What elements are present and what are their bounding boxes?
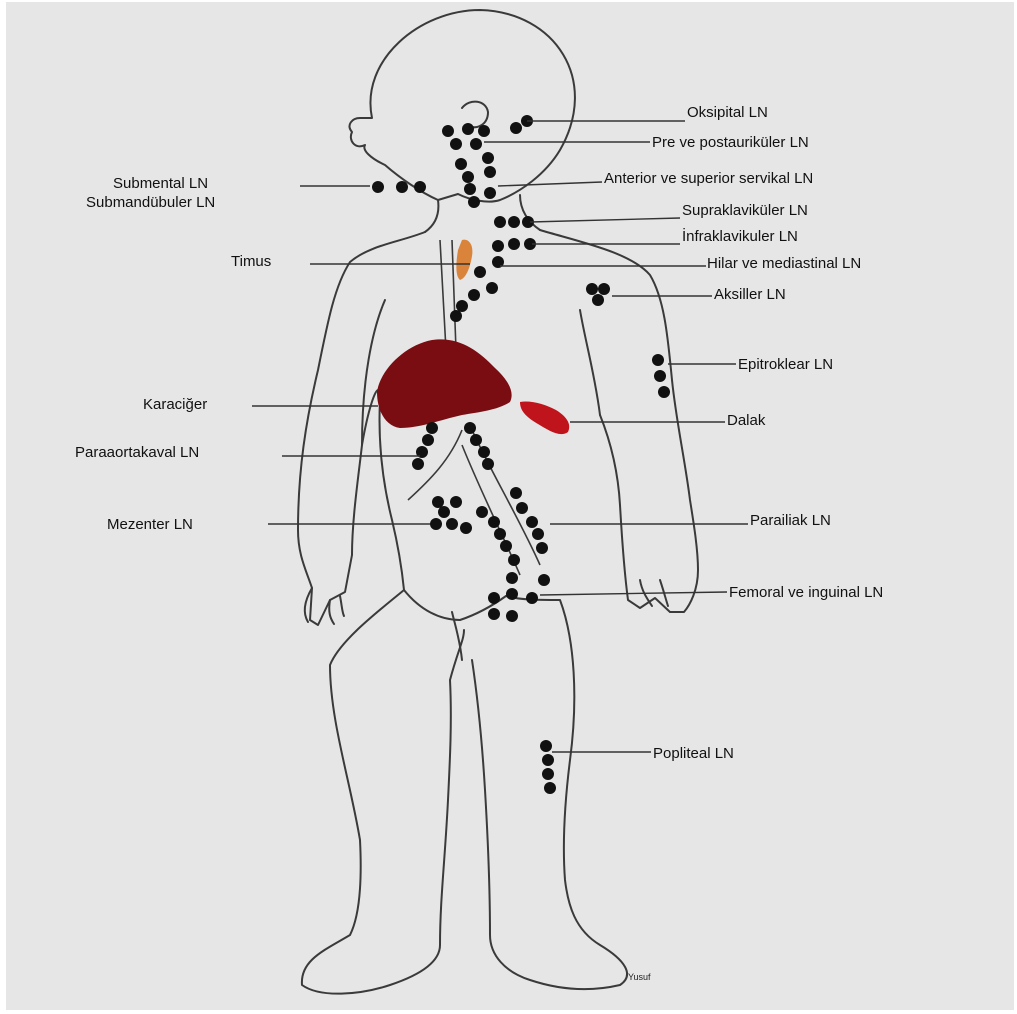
lymph-node-axillary	[586, 283, 598, 295]
lymph-node-popliteal	[544, 782, 556, 794]
lymph-node-submental	[414, 181, 426, 193]
lymph-node-paraaortic	[482, 458, 494, 470]
liver-organ	[377, 339, 512, 428]
lymph-node-femoral	[526, 592, 538, 604]
lymph-node-mesenteric	[438, 506, 450, 518]
lymph-node-epitrochlear	[658, 386, 670, 398]
lymph-node-femoral	[506, 588, 518, 600]
label-axillary-ln: Aksiller LN	[714, 286, 786, 304]
lymph-node-cervical	[484, 166, 496, 178]
lymph-node-femoral	[506, 572, 518, 584]
lymph-node-popliteal	[540, 740, 552, 752]
label-infraclavicular-ln: İnfraklavikuler LN	[682, 228, 798, 246]
label-supraclavicular-ln: Supraklaviküler LN	[682, 202, 808, 220]
lymph-node-mesenteric	[446, 518, 458, 530]
lymph-node-iliac	[510, 487, 522, 499]
label-timus: Timus	[231, 253, 271, 271]
lymph-node-infraclavicular	[508, 238, 520, 250]
lymph-node-paraaortic	[478, 446, 490, 458]
lymph-node-iliac	[526, 516, 538, 528]
lymph-node-submental	[372, 181, 384, 193]
lymph-node-iliac	[494, 528, 506, 540]
lymph-node-femoral	[538, 574, 550, 586]
label-hilar-mediastinal-ln: Hilar ve mediastinal LN	[707, 255, 861, 273]
lymph-node-supraclavicular	[508, 216, 520, 228]
lymph-node-iliac	[516, 502, 528, 514]
thymus-organ	[456, 240, 472, 280]
label-anterior-superior-cervical-ln: Anterior ve superior servikal LN	[604, 170, 813, 188]
label-submandibular-ln: Submandübuler LN	[86, 194, 215, 212]
lymph-node-preauricular	[478, 125, 490, 137]
label-pre-postauricular-ln: Pre ve postauriküler LN	[652, 134, 809, 152]
lymph-node-hilar	[450, 310, 462, 322]
head-outline	[350, 10, 575, 202]
label-submental-ln: Submental LN	[113, 175, 208, 193]
inner-right-arm	[580, 310, 600, 415]
spleen-organ	[520, 401, 569, 434]
lymph-node-oksipital	[510, 122, 522, 134]
lymph-node-epitrochlear	[652, 354, 664, 366]
label-popliteal-ln: Popliteal LN	[653, 745, 734, 763]
lymph-node-group	[372, 115, 670, 794]
lymph-node-mesenteric	[430, 518, 442, 530]
lymph-node-preauricular	[442, 125, 454, 137]
lymph-node-supraclavicular	[494, 216, 506, 228]
lymph-node-iliac	[532, 528, 544, 540]
lymph-node-cervical	[462, 171, 474, 183]
lymph-node-preauricular	[470, 138, 482, 150]
lymph-node-cervical	[484, 187, 496, 199]
lymph-node-paraaortic	[412, 458, 424, 470]
lymph-node-paraaortic	[470, 434, 482, 446]
lymph-node-iliac	[488, 516, 500, 528]
lymph-node-preauricular	[462, 123, 474, 135]
lymph-node-axillary	[592, 294, 604, 306]
lymph-node-epitrochlear	[654, 370, 666, 382]
lymph-node-mesenteric	[460, 522, 472, 534]
leader-line	[498, 182, 602, 186]
lymph-node-cervical	[464, 183, 476, 195]
leader-line	[540, 592, 727, 595]
lymph-node-mesenteric	[450, 496, 462, 508]
lymph-node-paraaortic	[426, 422, 438, 434]
lymph-node-submental	[396, 181, 408, 193]
label-femoral-inguinal-ln: Femoral ve inguinal LN	[729, 584, 883, 602]
lymph-node-hilar	[474, 266, 486, 278]
label-iliac-ln: Parailiak LN	[750, 512, 831, 530]
lymph-node-hilar	[456, 300, 468, 312]
lymph-node-iliac	[500, 540, 512, 552]
lymph-node-iliac	[508, 554, 520, 566]
lymph-node-iliac	[476, 506, 488, 518]
artist-signature: Yusuf	[628, 972, 651, 982]
lymph-node-popliteal	[542, 754, 554, 766]
lymph-node-cervical	[482, 152, 494, 164]
lymph-node-axillary	[598, 283, 610, 295]
left-leg-outline	[302, 590, 464, 994]
lymph-node-preauricular	[450, 138, 462, 150]
label-liver: Karaciğer	[143, 396, 207, 414]
aorta-vessel	[440, 240, 456, 350]
lymph-node-infraclavicular	[492, 240, 504, 252]
lymph-node-paraaortic	[464, 422, 476, 434]
lymph-node-cervical	[468, 196, 480, 208]
leader-line	[530, 218, 680, 222]
leader-line-group	[252, 121, 748, 752]
label-epitrochlear-ln: Epitroklear LN	[738, 356, 833, 374]
label-paraaortic-ln: Paraaortakaval LN	[75, 444, 199, 462]
lymph-node-mesenteric	[432, 496, 444, 508]
lymph-node-paraaortic	[422, 434, 434, 446]
lymph-node-popliteal	[542, 768, 554, 780]
label-oksipital-ln: Oksipital LN	[687, 104, 768, 122]
lymph-node-femoral	[488, 608, 500, 620]
lymph-node-hilar	[486, 282, 498, 294]
label-mesenteric-ln: Mezenter LN	[107, 516, 193, 534]
lymph-node-femoral	[506, 610, 518, 622]
lymph-node-iliac	[536, 542, 548, 554]
label-spleen: Dalak	[727, 412, 765, 430]
lymph-node-cervical	[455, 158, 467, 170]
lymph-node-hilar	[468, 289, 480, 301]
lymph-node-femoral	[488, 592, 500, 604]
